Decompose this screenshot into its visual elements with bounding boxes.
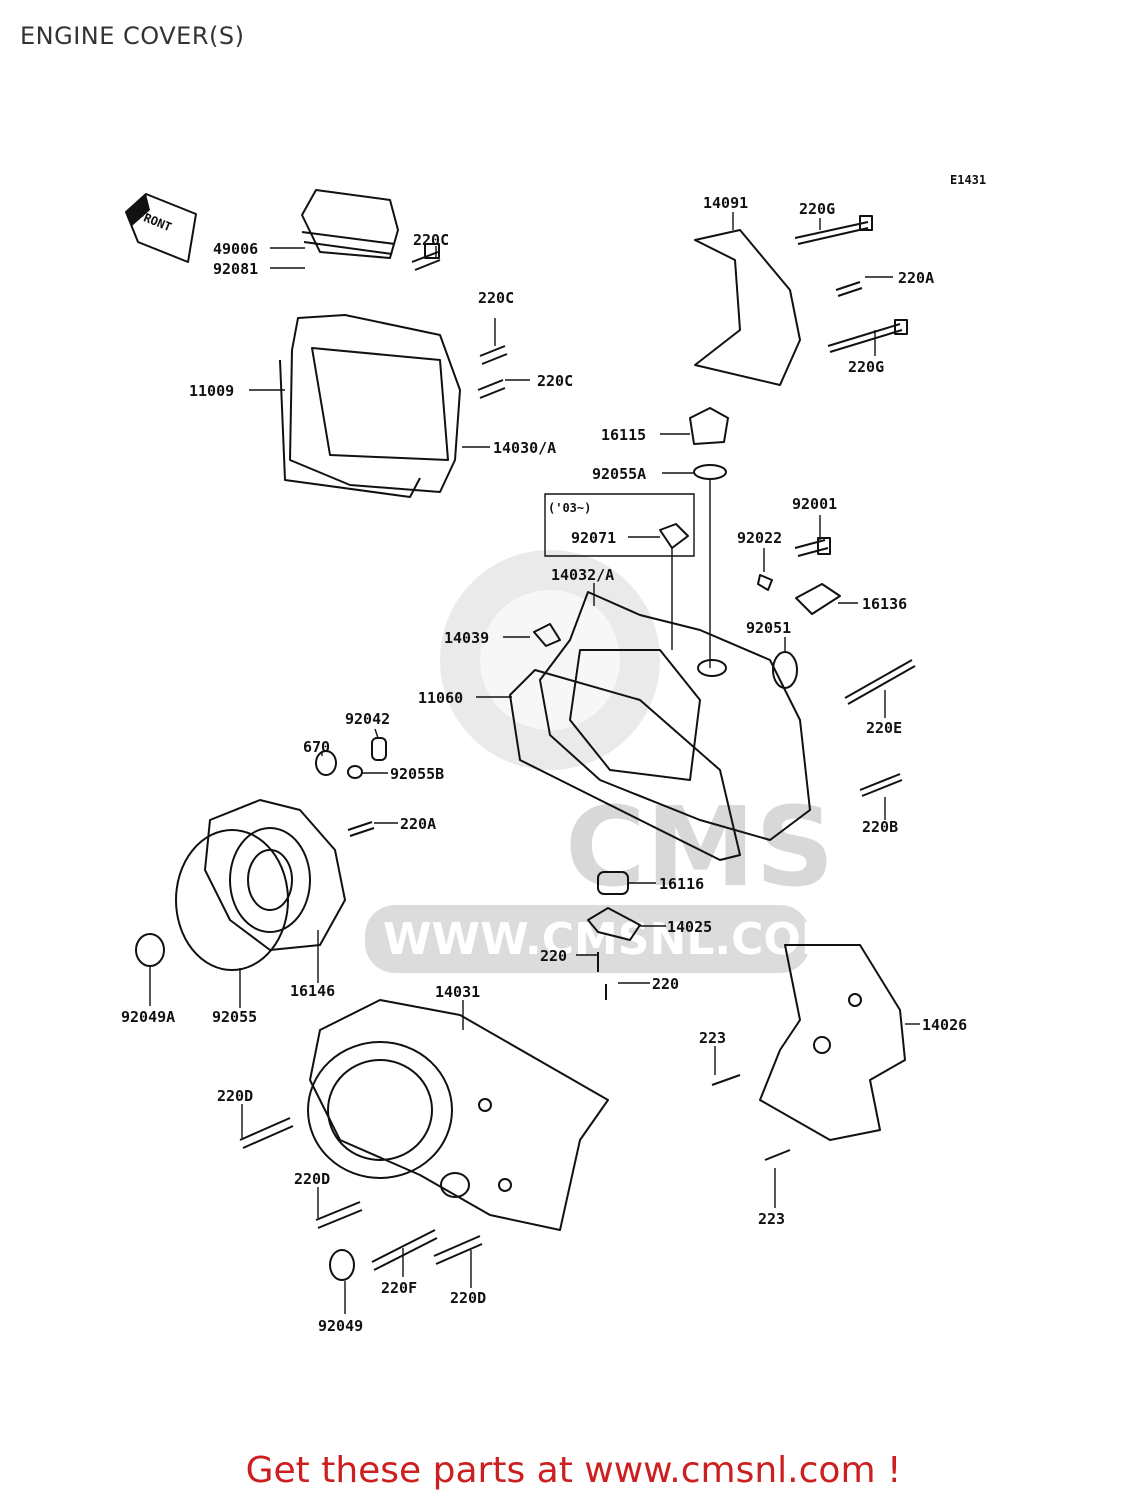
cover-14026 <box>711 944 906 1161</box>
bolts-220c <box>411 243 508 399</box>
label-92055: 92055 <box>212 1008 257 1026</box>
label-14026: 14026 <box>922 1016 967 1034</box>
label-92049a: 92049A <box>121 1008 175 1026</box>
label-16136: 16136 <box>862 595 907 613</box>
label-92055a: 92055A <box>592 465 646 483</box>
page-title: ENGINE COVER(S) <box>20 22 245 50</box>
label-223-1: 223 <box>699 1029 726 1047</box>
front-direction-arrow: FRONT <box>125 193 197 263</box>
watermark-url: WWW.CMSNL.COM <box>383 914 845 965</box>
label-92051: 92051 <box>746 619 791 637</box>
label-11009: 11009 <box>189 382 234 400</box>
label-220c-3: 220C <box>537 372 573 390</box>
label-220-2: 220 <box>652 975 679 993</box>
label-220f: 220F <box>381 1279 417 1297</box>
label-220e: 220E <box>866 719 902 737</box>
cover-16146 <box>135 799 346 971</box>
label-220b: 220B <box>862 818 898 836</box>
front-label: FRONT <box>135 208 174 235</box>
bottom-bolts <box>239 1117 483 1281</box>
bracket-label: ('03~) <box>548 501 591 515</box>
label-220g-2: 220G <box>848 358 884 376</box>
label-92022: 92022 <box>737 529 782 547</box>
label-16116: 16116 <box>659 875 704 893</box>
diagram-code: E1431 <box>950 173 986 187</box>
label-14031: 14031 <box>435 983 480 1001</box>
label-92071: 92071 <box>571 529 616 547</box>
label-14091: 14091 <box>703 194 748 212</box>
label-220d-3: 220D <box>450 1289 486 1307</box>
label-220d-2: 220D <box>294 1170 330 1188</box>
right-small-parts <box>757 537 916 797</box>
label-11060: 11060 <box>418 689 463 707</box>
crankcase-cover-14032 <box>509 591 811 861</box>
cover-14030 <box>279 189 461 498</box>
label-49006: 49006 <box>213 240 258 258</box>
watermark: CMS WWW.CMSNL.COM <box>365 550 845 973</box>
label-16146: 16146 <box>290 982 335 1000</box>
label-220c-2: 220C <box>478 289 514 307</box>
label-14039: 14039 <box>444 629 489 647</box>
label-220a-2: 220A <box>400 815 436 833</box>
label-16115: 16115 <box>601 426 646 444</box>
label-92049: 92049 <box>318 1317 363 1335</box>
label-14032a: 14032/A <box>551 566 614 584</box>
label-220a-1: 220A <box>898 269 934 287</box>
label-92081: 92081 <box>213 260 258 278</box>
cover-14091 <box>694 215 908 386</box>
label-92055b: 92055B <box>390 765 444 783</box>
leader-lines <box>149 212 920 1314</box>
left-middle-parts <box>315 737 387 837</box>
label-220d-1: 220D <box>217 1087 253 1105</box>
cover-14031 <box>307 999 609 1231</box>
oil-filler-cap-16115 <box>689 407 729 668</box>
label-14030a: 14030/A <box>493 439 556 457</box>
label-220g-1: 220G <box>799 200 835 218</box>
label-92042: 92042 <box>345 710 390 728</box>
note-bracket: ('03~) <box>544 493 695 557</box>
label-14025: 14025 <box>667 918 712 936</box>
part-labels: 49006 92081 220C 220C 220C 11009 14030/A… <box>121 194 967 1335</box>
label-223-2: 223 <box>758 1210 785 1228</box>
label-92001: 92001 <box>792 495 837 513</box>
label-220-1: 220 <box>540 947 567 965</box>
promo-link-text[interactable]: Get these parts at www.cmsnl.com ! <box>245 1450 902 1491</box>
label-670: 670 <box>303 738 330 756</box>
label-220c-1: 220C <box>413 231 449 249</box>
